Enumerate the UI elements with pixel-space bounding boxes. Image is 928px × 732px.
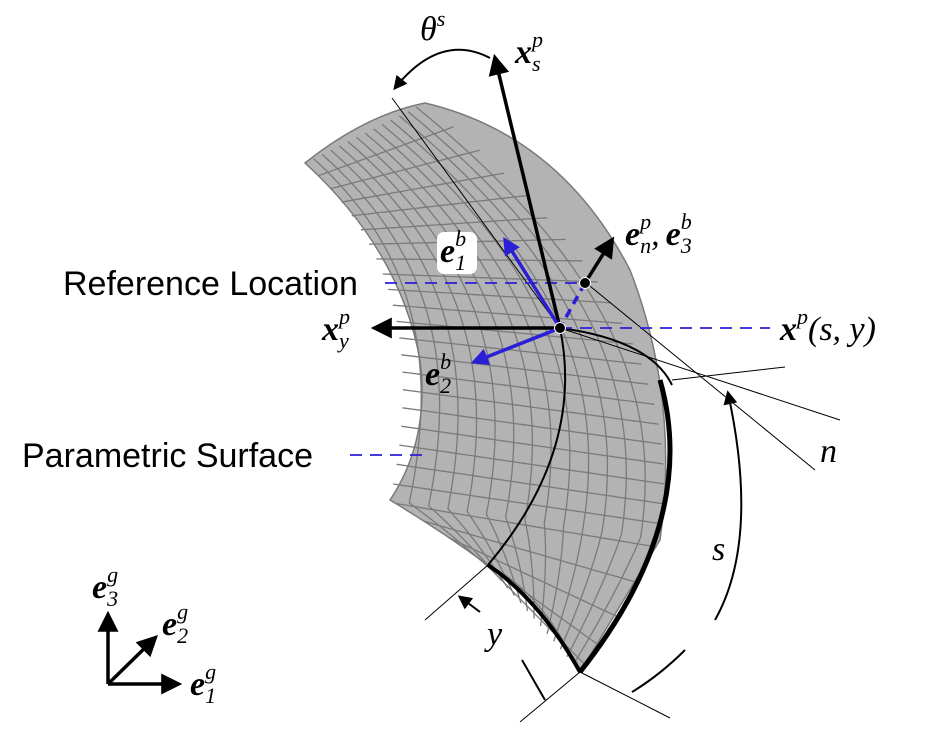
y-edge-curve (486, 563, 582, 673)
surface-grid-line (482, 560, 586, 666)
surface-grid-line (393, 483, 663, 525)
surface-grid-line (396, 463, 664, 505)
s-label: s (712, 531, 725, 568)
s-arc-lower (631, 649, 686, 693)
surface-grid-line (317, 126, 454, 177)
surface-grid-line (392, 304, 623, 325)
n-label: n (820, 433, 837, 470)
surface-grid-line (402, 371, 655, 405)
surface-grid-line (330, 149, 481, 190)
e1b-label-box (437, 232, 477, 274)
theta-s-label: θs (420, 6, 445, 48)
surface-point-dot (554, 322, 566, 334)
e2b-vector (470, 326, 561, 365)
surface-grid-line (351, 194, 527, 217)
surface-grid-line (399, 444, 665, 485)
s-arc-upper (714, 390, 743, 621)
surface-grid-line (448, 537, 617, 617)
surface-grid-line (401, 425, 664, 465)
surface-grid-line (376, 258, 583, 262)
s-edge-curve (578, 379, 673, 674)
reference-location-label: Reference Location (63, 265, 358, 303)
en-vector (583, 236, 615, 284)
y-arrow (457, 595, 481, 613)
surface-grid-line (360, 217, 548, 231)
surface-grid-line (401, 354, 649, 385)
s-coordinate-curve (559, 327, 673, 386)
parametric-surface-label: Parametric Surface (22, 437, 313, 475)
reference-location-dot (579, 277, 591, 289)
surface-grid-line (341, 172, 505, 203)
y-coordinate-curve (487, 327, 567, 566)
surface-grid-line (396, 320, 633, 345)
surface-grid-line (402, 389, 659, 425)
xp-label: xp(s, y) (779, 304, 876, 348)
dashed-leaders (350, 282, 770, 456)
surface-grid-line (402, 407, 662, 445)
theta-arc (393, 48, 491, 91)
surface-grid-line (423, 520, 638, 584)
e1b-vector (503, 237, 562, 329)
parametric-surface (303, 102, 673, 674)
y-arrow-tail (521, 659, 546, 701)
surface-grid-line (399, 337, 642, 365)
surface-grid-line (382, 273, 598, 283)
e2g-axis (106, 635, 159, 686)
e3b-dash (558, 282, 587, 329)
construction-lines (391, 97, 841, 723)
y-label: y (484, 616, 503, 653)
xs-vector (488, 53, 562, 329)
global-frame (97, 610, 183, 695)
surface-grid-line (395, 502, 657, 548)
